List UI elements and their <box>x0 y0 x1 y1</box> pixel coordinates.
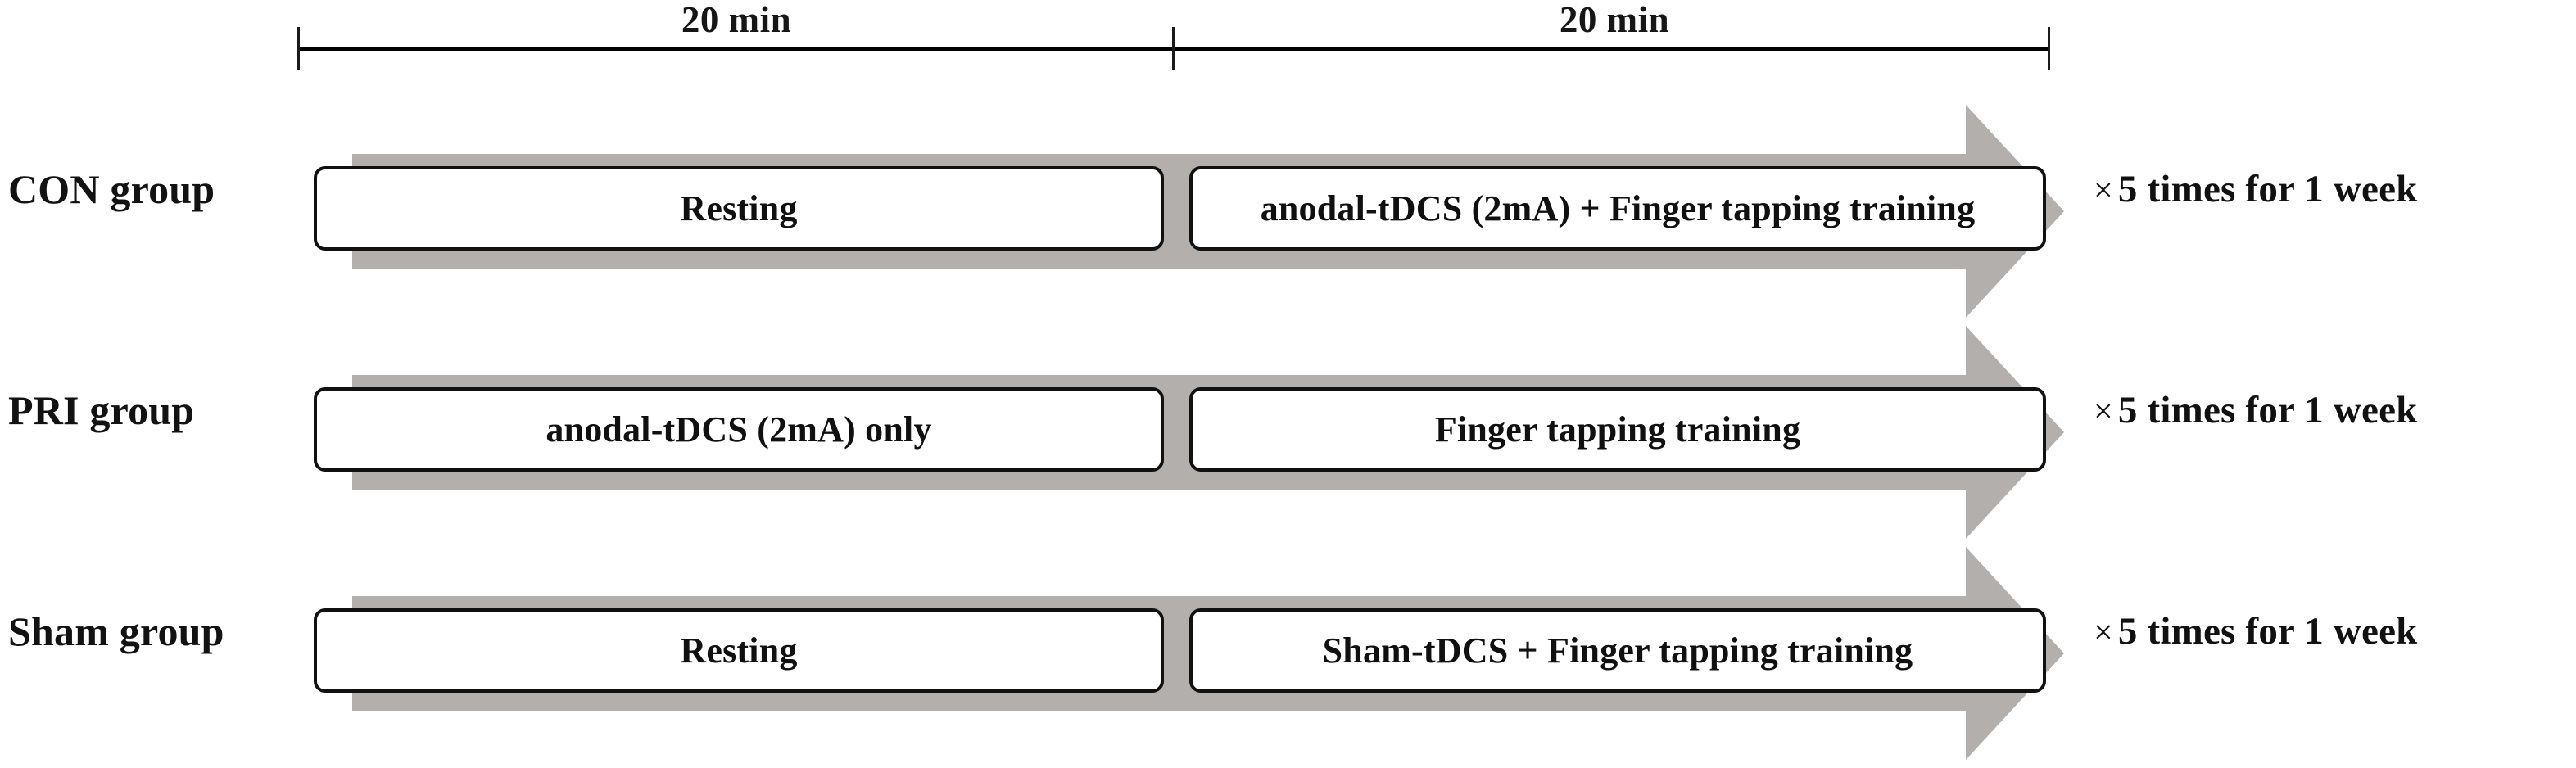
repeat-note-sham: ×5 times for 1 week <box>2094 609 2417 653</box>
stage-label-pri-2: Finger tapping training <box>1434 409 1801 450</box>
stage-label-pri-1: anodal-tDCS (2mA) only <box>546 409 932 450</box>
multiplication-icon: × <box>2094 172 2113 210</box>
repeat-note-pri: ×5 times for 1 week <box>2094 388 2417 432</box>
group-label-con: CON group <box>8 166 215 212</box>
stage-label-sham-2: Sham-tDCS + Finger tapping training <box>1322 630 1913 671</box>
timeline-tick-end <box>2048 27 2050 70</box>
stage-box-pri-2[interactable]: Finger tapping training <box>1189 387 2046 472</box>
multiplication-icon: × <box>2094 393 2113 431</box>
group-label-pri: PRI group <box>8 387 195 433</box>
stage-box-con-2[interactable]: anodal-tDCS (2mA) + Finger tapping train… <box>1189 166 2046 251</box>
stage-label-sham-1: Resting <box>680 630 798 671</box>
stage-label-con-1: Resting <box>680 187 798 228</box>
repeat-note-con: ×5 times for 1 week <box>2094 167 2417 211</box>
stage-label-con-2: anodal-tDCS (2mA) + Finger tapping train… <box>1260 187 1976 228</box>
group-label-sham: Sham group <box>8 608 224 654</box>
timeline-segment-1-label: 20 min <box>681 0 792 40</box>
protocol-row-sham: Sham group Resting Sham-tDCS + Finger ta… <box>0 547 2576 760</box>
protocol-row-pri: PRI group anodal-tDCS (2mA) only Finger … <box>0 326 2576 539</box>
stage-box-sham-2[interactable]: Sham-tDCS + Finger tapping training <box>1189 608 2046 693</box>
stage-box-con-1[interactable]: Resting <box>314 166 1164 251</box>
stage-box-sham-1[interactable]: Resting <box>314 608 1164 693</box>
timeline-ruler <box>297 27 2050 70</box>
repeat-text-pri: 5 times for 1 week <box>2117 389 2418 431</box>
repeat-text-sham: 5 times for 1 week <box>2117 610 2418 653</box>
timeline-segment-2-label: 20 min <box>1559 0 1670 40</box>
repeat-text-con: 5 times for 1 week <box>2117 168 2418 210</box>
stage-box-pri-1[interactable]: anodal-tDCS (2mA) only <box>314 387 1164 472</box>
timeline-tick-middle <box>1172 27 1175 70</box>
protocol-row-con: CON group Resting anodal-tDCS (2mA) + Fi… <box>0 105 2576 318</box>
multiplication-icon: × <box>2094 614 2113 652</box>
timeline-tick-start <box>297 27 300 70</box>
